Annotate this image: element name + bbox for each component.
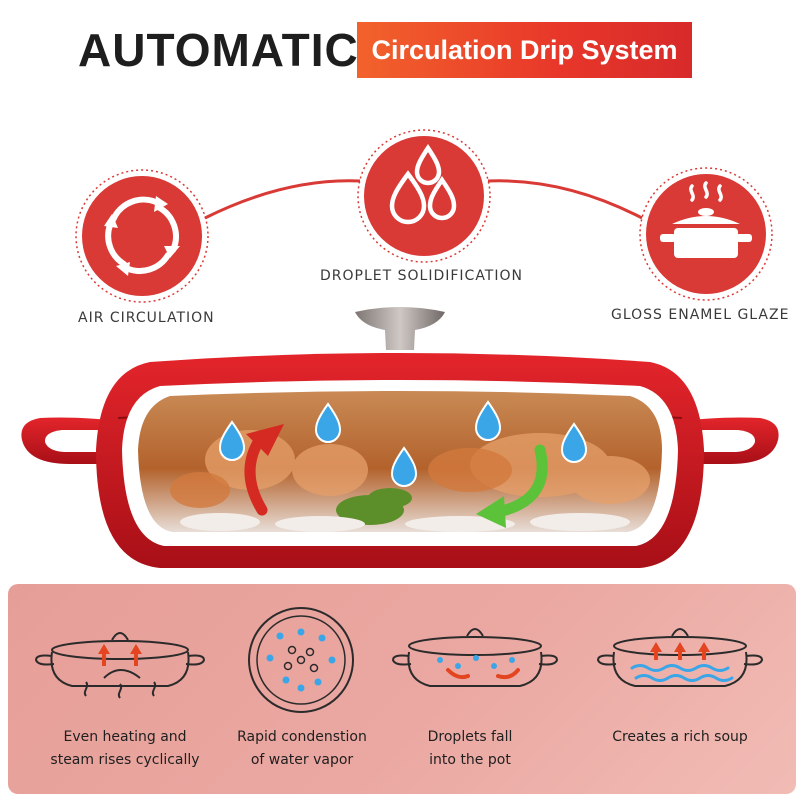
- droplets-icon: [357, 129, 491, 263]
- condensation-lid-icon: [248, 607, 354, 713]
- steam-rising-icon: [34, 632, 206, 699]
- step-caption-2-line2: of water vapor: [250, 752, 354, 768]
- step-caption-1-line2: steam rises cyclically: [50, 752, 200, 768]
- step-caption-1-line1: Even heating and: [63, 729, 187, 745]
- process-steps-panel: [8, 584, 796, 794]
- feature-label-droplet-solidification: DROPLET SOLIDIFICATION: [320, 268, 523, 284]
- lid-knob: [355, 307, 445, 350]
- title-banner: Circulation Drip System: [357, 22, 692, 78]
- step-caption-3-line2: into the pot: [429, 752, 511, 768]
- step-caption-3: Droplets fall into the pot: [395, 726, 545, 772]
- process-step-icons: [34, 607, 764, 713]
- circulation-arrows: [244, 424, 548, 528]
- rich-soup-icon: [596, 628, 764, 687]
- air-circulation-icon: [75, 169, 209, 303]
- page-title: AUTOMATIC: [78, 24, 359, 76]
- pot-steam-icon: [639, 167, 773, 301]
- water-droplets: [218, 400, 588, 487]
- feature-graphics: [75, 129, 773, 303]
- pot-cutaway-image: [21, 307, 779, 568]
- step-caption-4-line1: Creates a rich soup: [612, 729, 748, 745]
- step-caption-4: Creates a rich soup: [590, 726, 770, 749]
- page-subtitle: Circulation Drip System: [371, 35, 678, 65]
- step-caption-2-line1: Rapid condenstion: [237, 729, 367, 745]
- step-caption-2: Rapid condenstion of water vapor: [222, 726, 382, 772]
- feature-label-gloss-enamel-glaze: GLOSS ENAMEL GLAZE: [611, 307, 790, 323]
- feature-label-air-circulation: AIR CIRCULATION: [78, 310, 215, 326]
- step-caption-1: Even heating and steam rises cyclically: [35, 726, 215, 772]
- droplets-falling-icon: [391, 628, 559, 687]
- step-caption-3-line1: Droplets fall: [427, 729, 513, 745]
